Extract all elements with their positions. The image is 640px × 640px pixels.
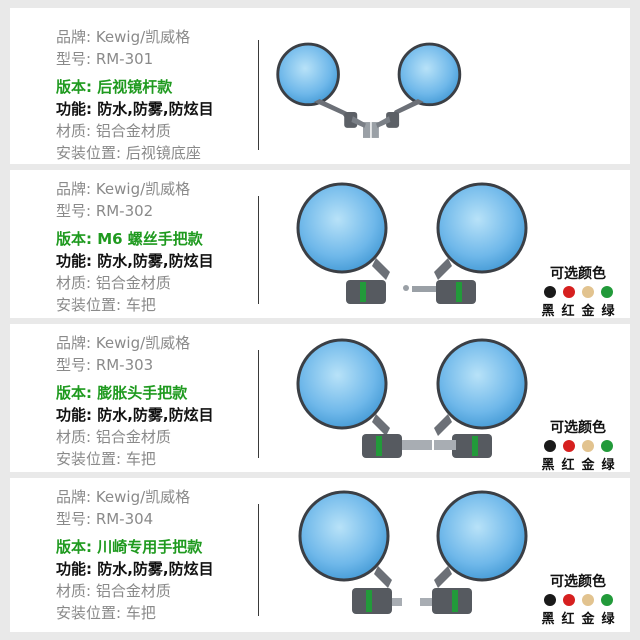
swatch-black[interactable] <box>543 594 556 606</box>
material-text: 材质: 铝合金材质 <box>56 428 171 446</box>
expansion-bar-end-mirror-pair-icon <box>296 338 528 458</box>
product-card-rm-303: 品牌: Kewig/凯威格 型号: RM-303 版本: 膨胀头手把款 功能: … <box>10 324 630 472</box>
color-swatches <box>530 594 626 606</box>
color-options: 可选颜色 黑 红 金 绿 <box>530 572 626 627</box>
swatch-label-black: 黑 <box>541 458 555 472</box>
swatch-labels: 黑 红 金 绿 <box>530 300 626 318</box>
swatch-label-red: 红 <box>561 458 575 472</box>
function-text: 功能: 防水,防雾,防炫目 <box>56 406 214 424</box>
swatch-label-green: 绿 <box>601 304 615 318</box>
swatch-labels: 黑 红 金 绿 <box>530 608 626 627</box>
swatch-label-red: 红 <box>561 612 575 627</box>
swatch-label-black: 黑 <box>541 304 555 318</box>
divider-line <box>258 196 259 304</box>
function-text: 功能: 防水,防雾,防炫目 <box>56 100 214 118</box>
swatch-gold[interactable] <box>581 594 594 606</box>
brand-text: 品牌: Kewig/凯威格 <box>56 488 191 506</box>
swatch-label-gold: 金 <box>581 458 595 472</box>
divider-line <box>258 504 259 616</box>
model-text: 型号: RM-301 <box>56 50 154 68</box>
swatch-green[interactable] <box>600 286 613 298</box>
color-options-title: 可选颜色 <box>550 420 606 436</box>
version-text: 版本: M6 螺丝手把款 <box>56 230 203 248</box>
model-text: 型号: RM-302 <box>56 202 154 220</box>
swatch-red[interactable] <box>562 286 575 298</box>
mount-text: 安装位置: 后视镜底座 <box>56 144 201 162</box>
spec-block: 品牌: Kewig/凯威格 型号: RM-303 版本: 膨胀头手把款 功能: … <box>56 332 256 470</box>
kawasaki-bar-end-mirror-pair-icon <box>298 490 528 614</box>
swatch-green[interactable] <box>600 594 613 606</box>
version-text: 版本: 川崎专用手把款 <box>56 538 203 556</box>
version-text: 版本: 后视镜杆款 <box>56 78 173 96</box>
swatch-label-black: 黑 <box>541 612 555 627</box>
color-options: 可选颜色 黑 红 金 绿 <box>530 418 626 472</box>
spec-block: 品牌: Kewig/凯威格 型号: RM-301 版本: 后视镜杆款 功能: 防… <box>56 26 256 164</box>
product-card-rm-302: 品牌: Kewig/凯威格 型号: RM-302 版本: M6 螺丝手把款 功能… <box>10 170 630 318</box>
swatch-labels: 黑 红 金 绿 <box>530 454 626 472</box>
swatch-red[interactable] <box>562 440 575 452</box>
swatch-black[interactable] <box>543 286 556 298</box>
spec-block: 品牌: Kewig/凯威格 型号: RM-304 版本: 川崎专用手把款 功能:… <box>56 486 256 624</box>
swatch-label-green: 绿 <box>601 458 615 472</box>
product-card-rm-304: 品牌: Kewig/凯威格 型号: RM-304 版本: 川崎专用手把款 功能:… <box>10 478 630 632</box>
swatch-black[interactable] <box>543 440 556 452</box>
material-text: 材质: 铝合金材质 <box>56 274 171 292</box>
model-text: 型号: RM-303 <box>56 356 154 374</box>
function-text: 功能: 防水,防雾,防炫目 <box>56 252 214 270</box>
mount-text: 安装位置: 车把 <box>56 296 156 314</box>
color-options: 可选颜色 黑 红 金 绿 <box>530 264 626 318</box>
color-swatches <box>530 286 626 298</box>
function-text: 功能: 防水,防雾,防炫目 <box>56 560 214 578</box>
color-swatches <box>530 440 626 452</box>
product-card-rm-301: 品牌: Kewig/凯威格 型号: RM-301 版本: 后视镜杆款 功能: 防… <box>10 8 630 164</box>
mount-text: 安装位置: 车把 <box>56 604 156 622</box>
swatch-gold[interactable] <box>581 286 594 298</box>
brand-text: 品牌: Kewig/凯威格 <box>56 28 191 46</box>
swatch-green[interactable] <box>600 440 613 452</box>
brand-text: 品牌: Kewig/凯威格 <box>56 180 191 198</box>
swatch-label-gold: 金 <box>581 612 595 627</box>
swatch-gold[interactable] <box>581 440 594 452</box>
divider-line <box>258 40 259 150</box>
brand-text: 品牌: Kewig/凯威格 <box>56 334 191 352</box>
color-options-title: 可选颜色 <box>550 266 606 282</box>
bar-end-mirror-pair-icon <box>296 182 528 304</box>
color-options-title: 可选颜色 <box>550 574 606 590</box>
swatch-label-gold: 金 <box>581 304 595 318</box>
divider-line <box>258 350 259 458</box>
model-text: 型号: RM-304 <box>56 510 154 528</box>
mount-text: 安装位置: 车把 <box>56 450 156 468</box>
spec-block: 品牌: Kewig/凯威格 型号: RM-302 版本: M6 螺丝手把款 功能… <box>56 178 256 316</box>
stem-mirror-pair-icon <box>276 42 462 138</box>
swatch-label-green: 绿 <box>601 612 615 627</box>
swatch-label-red: 红 <box>561 304 575 318</box>
version-text: 版本: 膨胀头手把款 <box>56 384 188 402</box>
swatch-red[interactable] <box>562 594 575 606</box>
material-text: 材质: 铝合金材质 <box>56 582 171 600</box>
material-text: 材质: 铝合金材质 <box>56 122 171 140</box>
